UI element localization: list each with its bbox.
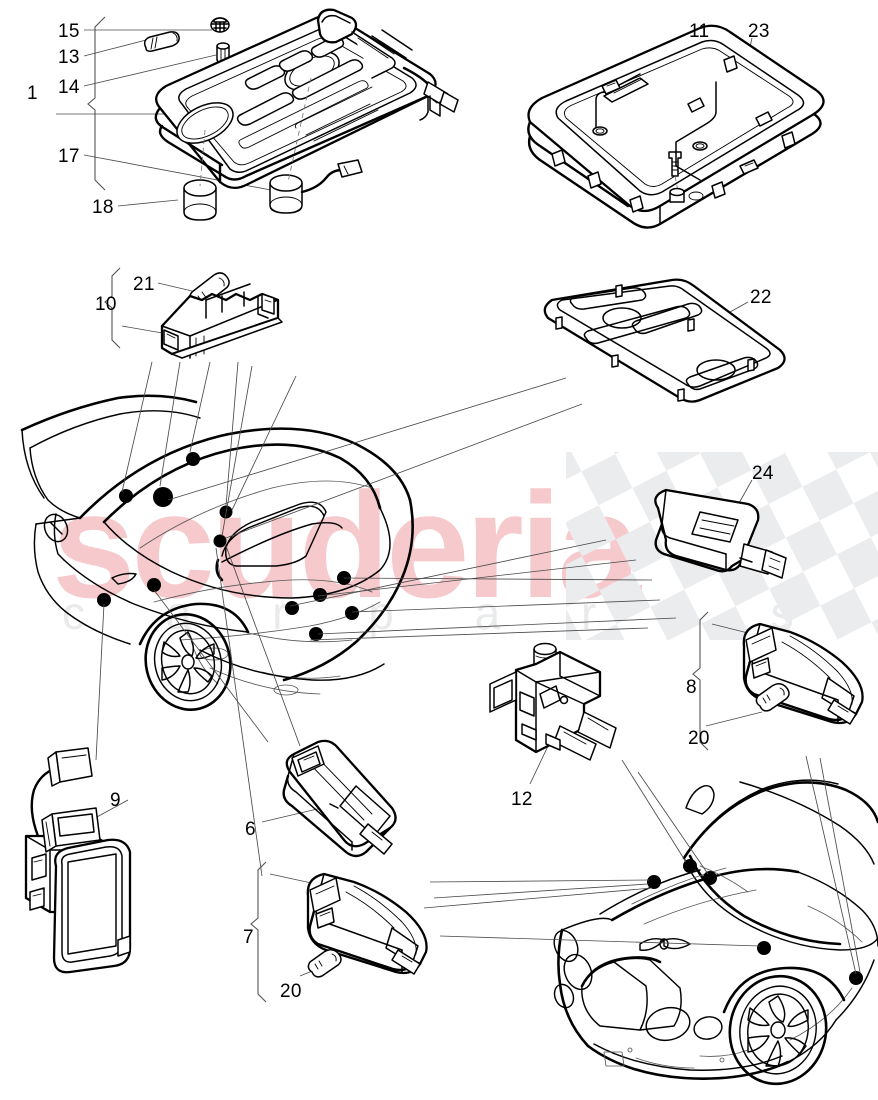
- callout-18: 18: [92, 197, 114, 218]
- front-wheel: [728, 974, 828, 1086]
- part-group-1-overhead-console: [56, 8, 459, 221]
- front-grille: [580, 956, 682, 1031]
- part-18-lens-cap: [269, 174, 303, 214]
- callout-11: 11: [689, 21, 710, 42]
- callout-15: 15: [58, 21, 80, 42]
- watermark-brand: scuderia: [52, 461, 641, 629]
- callout-10: 10: [95, 294, 117, 315]
- marker-dots-front: [647, 859, 863, 985]
- part-group-7-lamp-assembly: [250, 861, 428, 1003]
- console-connector: [423, 81, 459, 117]
- callout-22: 22: [750, 287, 772, 308]
- part-1-console-body: [154, 8, 459, 190]
- rear-wheel: [144, 613, 232, 711]
- callout-23: 23: [748, 21, 770, 42]
- part-group-10-lamp-unit: [104, 267, 283, 359]
- part-13-bulb: [143, 31, 180, 52]
- leaders-to-front-car: [423, 755, 861, 975]
- callout-17: 17: [58, 146, 80, 167]
- part-9-courtesy-lamp: [24, 747, 132, 974]
- part-17-lens-cap: [183, 179, 217, 221]
- callout-12: 12: [511, 789, 533, 810]
- part-15-clip: [210, 17, 230, 33]
- part-6-reading-lamp: [261, 739, 397, 858]
- part-10-lamp-housing: [160, 283, 283, 359]
- part-11-screw: [668, 151, 682, 197]
- part-20-bulb-lower: [307, 949, 342, 978]
- callout-7: 7: [243, 927, 254, 948]
- callout-20-upper: 20: [688, 728, 710, 749]
- callout-24: 24: [752, 463, 774, 484]
- callout-1: 1: [27, 83, 38, 104]
- callout-8: 8: [686, 677, 697, 698]
- callout-13: 13: [58, 47, 80, 68]
- leaders-to-rear-car: [95, 361, 677, 877]
- part-22-trim-panel: [543, 278, 786, 403]
- part-24-lamp-module: [654, 479, 787, 579]
- part-20-bulb-upper: [755, 683, 790, 712]
- callout-9: 9: [110, 790, 121, 811]
- callout-14: 14: [58, 77, 80, 98]
- front-car-illustration: [553, 779, 878, 1086]
- callout-6: 6: [245, 819, 256, 840]
- part-group-8-lamp-assembly: [692, 611, 864, 751]
- part-23-console-housing-frame: [527, 24, 825, 229]
- rear-car-illustration: [20, 394, 414, 711]
- callout-20-lower: 20: [280, 981, 302, 1002]
- callout-21: 21: [133, 274, 155, 295]
- tail-lamp: [221, 501, 327, 567]
- part-12-switch-bracket: [489, 642, 617, 785]
